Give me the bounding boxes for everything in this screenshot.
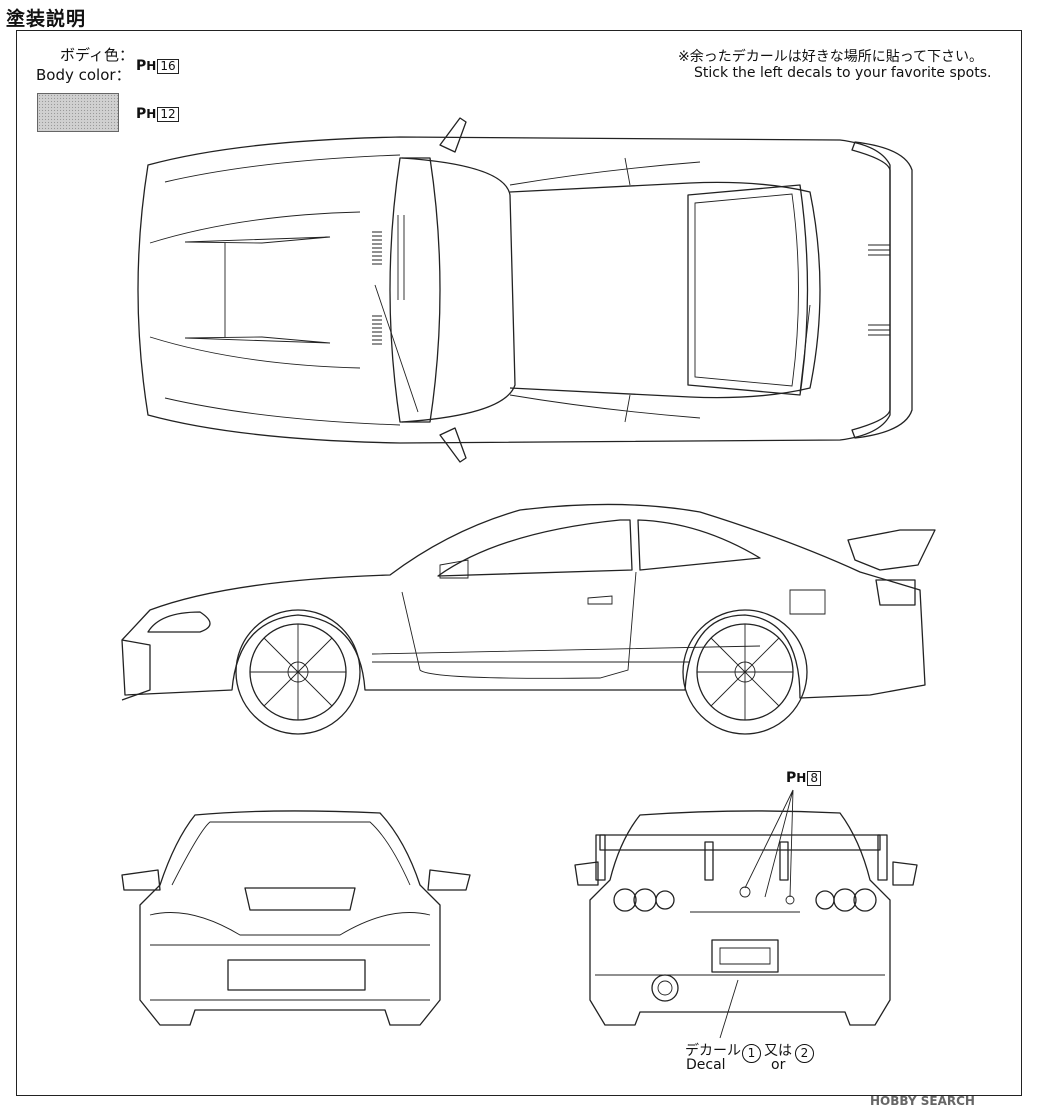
or-label-ja: 又は: [764, 1043, 792, 1059]
car-side-view: [121, 503, 936, 735]
note-ja: ※余ったデカールは好きな場所に貼って下さい。: [678, 49, 984, 65]
paint-swatch: [37, 93, 119, 132]
car-rear-view: [574, 789, 918, 1039]
body-color-label-ja: ボディ色：: [60, 46, 134, 64]
car-front-view: [121, 810, 471, 1026]
decal-label-en: Decal: [686, 1057, 726, 1073]
drawing-frame: [16, 30, 1022, 1096]
decal-number-1: 1: [742, 1044, 761, 1063]
decal-number-2: 2: [795, 1044, 814, 1063]
decal-label-ja: デカール: [685, 1043, 741, 1059]
note-en: Stick the left decals to your favorite s…: [694, 65, 992, 81]
car-top-view: [137, 117, 913, 463]
page-title: 塗装説明: [6, 8, 87, 30]
or-label-en: or: [771, 1057, 786, 1073]
watermark: HOBBY SEARCH: [870, 1094, 975, 1108]
body-color-label-en: Body color：: [36, 66, 131, 84]
